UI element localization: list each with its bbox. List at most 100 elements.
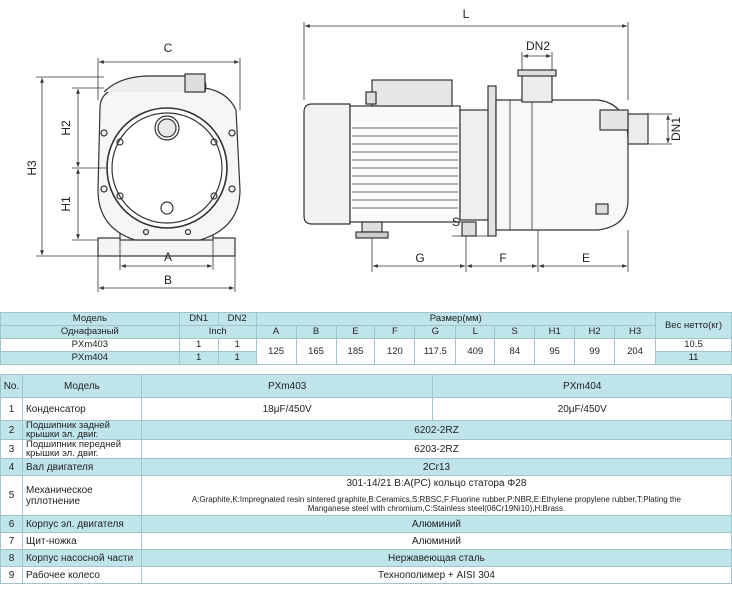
dim-s: 84 — [494, 338, 536, 365]
dim-label-h3: H3 — [25, 160, 39, 176]
row-no: 9 — [0, 566, 23, 584]
dim-h1: 95 — [534, 338, 576, 365]
dim-label-s: S — [452, 215, 460, 229]
row-no: 1 — [0, 397, 23, 421]
table-row: 4 Вал двигателя 2Cr13 — [0, 458, 732, 476]
row-name: Рабочее колесо — [21, 566, 142, 584]
table-row: 8 Корпус насосной части Нержавеющая стал… — [0, 549, 732, 567]
header-model: Модель — [21, 374, 142, 398]
row-value: Алюминий — [140, 532, 732, 550]
row-no: 2 — [0, 420, 23, 440]
dim-label-f: F — [499, 251, 506, 265]
row-dn1: 1 — [178, 338, 219, 352]
row-dn1: 1 — [178, 351, 219, 365]
header-weight: Вес нетто(кг) — [655, 312, 732, 339]
table-row: 1 Конденсатор 18μF/450V 20μF/450V — [0, 397, 732, 421]
dimensions-subheader-row: Однафазный Inch A B E F G L S H1 H2 H3 — [0, 325, 732, 339]
row-name: Конденсатор — [21, 397, 142, 421]
col-g: G — [414, 325, 457, 339]
row-name: Щит-ножка — [21, 532, 142, 550]
row-value: Нержавеющая сталь — [140, 549, 732, 567]
dim-label-l: L — [463, 7, 470, 21]
col-f: F — [374, 325, 416, 339]
row-value: 6203-2RZ — [140, 439, 732, 459]
parts-header-row: No. Модель PXm403 PXm404 — [0, 374, 732, 398]
row-value: Технополимер + AISI 304 — [140, 566, 732, 584]
pump-technical-drawing: C H3 H2 H1 A B — [25, 7, 683, 292]
col-h2: H2 — [574, 325, 616, 339]
row-no: 5 — [0, 475, 23, 516]
row-no: 4 — [0, 458, 23, 476]
dim-h2: 99 — [574, 338, 616, 365]
row-name: Механическое уплотнение — [21, 475, 142, 516]
dim-label-dn1: DN1 — [669, 117, 683, 141]
header-inch: Inch — [178, 325, 257, 339]
row-name: Корпус эл. двигателя — [21, 515, 142, 533]
table-row: 9 Рабочее колесо Технополимер + AISI 304 — [0, 566, 732, 584]
row-no: 6 — [0, 515, 23, 533]
dim-label-b: B — [164, 273, 172, 287]
row-name: Подшипник задней крышки эл. двиг. — [21, 420, 142, 440]
parts-table: No. Модель PXm403 PXm404 1 Конденсатор 1… — [0, 374, 732, 584]
row-dn2: 1 — [217, 351, 257, 365]
dim-label-e: E — [582, 251, 590, 265]
col-h3: H3 — [614, 325, 656, 339]
row-no: 3 — [0, 439, 23, 459]
col-a: A — [255, 325, 297, 339]
header-dn1: DN1 — [178, 312, 219, 326]
row-model: PXm404 — [0, 351, 180, 365]
row-name: Корпус насосной части — [21, 549, 142, 567]
row-dn2: 1 — [217, 338, 257, 352]
dim-g: 117.5 — [414, 338, 457, 365]
table-row: 6 Корпус эл. двигателя Алюминий — [0, 515, 732, 533]
dim-f: 120 — [374, 338, 416, 365]
dim-b: 165 — [295, 338, 337, 365]
row-value: Алюминий — [140, 515, 732, 533]
dimensions-header-row: Модель DN1 DN2 Размер(мм) Вес нетто(кг) — [0, 312, 732, 339]
table-row: 3 Подшипник передней крышки эл. двиг. 62… — [0, 439, 732, 459]
row-no: 7 — [0, 532, 23, 550]
row-name: Подшипник передней крышки эл. двиг. — [21, 439, 142, 459]
dim-l: 409 — [455, 338, 496, 365]
header-model: Модель — [0, 312, 180, 326]
col-s: S — [494, 325, 536, 339]
col-e: E — [335, 325, 376, 339]
dim-label-h1: H1 — [59, 196, 73, 212]
dim-label-dn2: DN2 — [526, 39, 550, 53]
dim-label-a: A — [164, 250, 172, 264]
dim-label-g: G — [415, 251, 424, 265]
header-dn2: DN2 — [217, 312, 257, 326]
row-model: PXm403 — [0, 338, 180, 352]
header-model-2: PXm404 — [432, 374, 732, 398]
row-value-1: 18μF/450V — [140, 397, 434, 421]
pump-front-view — [97, 73, 241, 257]
seal-spec: 301-14/21 B:A(PC) кольцо статора Φ28 — [346, 478, 527, 489]
row-weight: 10.5 — [655, 338, 732, 352]
dim-label-h2: H2 — [59, 120, 73, 136]
header-size: Размер(мм) — [255, 312, 657, 326]
header-model-1: PXm403 — [140, 374, 434, 398]
col-h1: H1 — [534, 325, 576, 339]
header-no: No. — [0, 374, 23, 398]
row-value: 2Cr13 — [140, 458, 732, 476]
row-value: 6202-2RZ — [140, 420, 732, 440]
dim-e: 185 — [335, 338, 376, 365]
dim-h3: 204 — [614, 338, 656, 365]
material-legend: A:Graphite,K:Impregnated resin sintered … — [191, 495, 681, 513]
col-b: B — [295, 325, 337, 339]
row-name: Вал двигателя — [21, 458, 142, 476]
row-no: 8 — [0, 549, 23, 567]
table-row: 2 Подшипник задней крышки эл. двиг. 6202… — [0, 420, 732, 440]
dim-label-c: C — [164, 41, 173, 55]
table-row: PXm403 1 1 125 165 185 120 117.5 409 84 … — [0, 338, 732, 365]
header-phase: Однафазный — [0, 325, 180, 339]
table-row: 5 Механическое уплотнение 301-14/21 B:A(… — [0, 475, 732, 516]
row-weight: 11 — [655, 351, 732, 365]
dim-a: 125 — [255, 338, 297, 365]
table-row: 7 Щит-ножка Алюминий — [0, 532, 732, 550]
pump-side-view — [303, 69, 649, 239]
row-value: 301-14/21 B:A(PC) кольцо статора Φ28 A:G… — [140, 475, 732, 516]
dimensions-table: Модель DN1 DN2 Размер(мм) Вес нетто(кг) … — [0, 312, 732, 365]
col-l: L — [455, 325, 496, 339]
row-value-2: 20μF/450V — [432, 397, 732, 421]
